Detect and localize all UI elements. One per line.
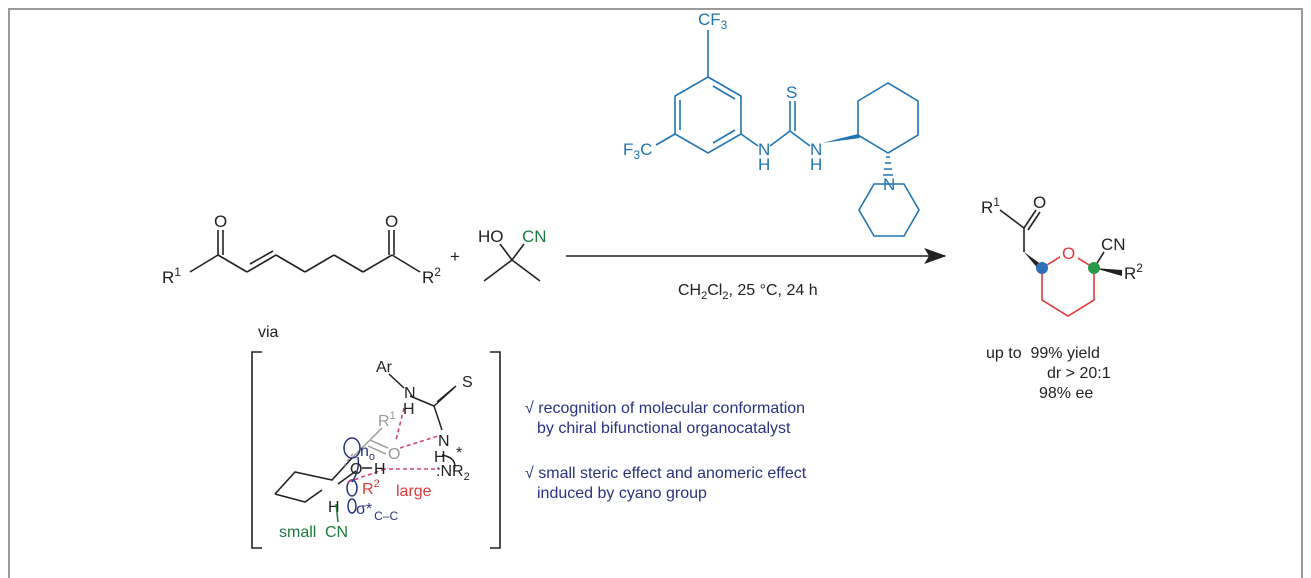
ts-sigma: σ*C–C [356,501,398,523]
ts-n2: N [438,433,450,450]
check-mark: √ [525,400,534,417]
note-line: small steric effect and anomeric effect [538,465,807,482]
wedge-bond [822,134,860,143]
yield-prefix: up to [986,345,1022,362]
cyanohydrin-ho: HO [478,227,504,246]
stereocenter-green [1088,262,1100,274]
ts-nr2: :NR2 [436,463,470,483]
product-wedge-right [1094,268,1122,276]
note-anomeric: √ small steric effect and anomeric effec… [525,464,806,504]
note-line: recognition of molecular conformation [538,400,806,417]
ts-oh-h: H [374,461,386,478]
nh-left-h: H [758,155,770,174]
ts-hbonds [347,407,440,483]
hash-bond [883,156,893,176]
cyanohydrin-reagent [483,243,541,282]
thiourea-s-label: S [786,83,797,102]
ee-value: 98% ee [1039,385,1094,402]
product-cn: CN [1101,235,1126,254]
reaction-conditions: CH2Cl2, 25 °C, 24 h [678,282,818,302]
enone-substrate [189,230,421,273]
enone-r1: R1 [162,265,181,287]
nh-right-n: N [810,140,822,159]
ts-n-o: no [360,443,375,463]
ts-cn: CN [325,524,348,541]
figure-frame [8,8,1303,578]
ts-s: S [462,374,473,391]
ts-cn-bond [335,503,339,523]
cf3-top-label: CF3 [698,10,728,32]
cf3-left-label: F3C [623,140,652,162]
note-line: by chiral bifunctional organocatalyst [537,420,791,437]
enone-o-left: O [214,212,227,231]
ts-star: * [456,445,462,462]
ts-catalyst-fragment [388,373,457,471]
ts-carbonyl-fragment [343,427,389,467]
plus-sign: + [450,247,460,266]
stereocenter-blue [1036,262,1048,274]
note-line: induced by cyano group [537,485,707,502]
ts-oh-o: O [350,461,362,478]
ts-r2: R2 [362,478,380,498]
product-o-ring: O [1062,244,1075,263]
results-block: up to 99% yield dr > 20:1 98% ee [986,344,1111,404]
ts-r1: R1 [378,410,396,430]
ts-small-label: small [279,524,316,541]
cyanohydrin-cn: CN [522,227,547,246]
product-r2: R2 [1124,261,1143,283]
product-o-ketone: O [1033,193,1046,212]
via-label: via [258,324,279,341]
check-mark: √ [525,465,534,482]
ts-n1: N [404,385,416,402]
nh-left-n: N [758,140,770,159]
ts-ar: Ar [376,359,393,376]
ts-large-label: large [396,483,432,500]
ts-chair-ring [274,457,357,503]
reaction-scheme: CF3 F3C S N H N H N O O R1 R2 + HO [162,10,1143,549]
thiourea-catalyst [655,30,920,237]
nh-right-h: H [810,155,822,174]
enone-o-right: O [385,212,398,231]
ts-o-carbonyl: O [388,446,400,463]
enone-r2: R2 [422,265,441,287]
piperidine-n-label: N [883,175,895,194]
ts-h-axial: H [328,499,340,516]
tetrahydropyran-product [999,209,1105,317]
yield-value: 99% yield [1030,345,1100,362]
product-r1: R1 [981,195,1000,217]
ts-orbitals [343,437,361,514]
note-conformation: √ recognition of molecular conformation … [525,399,805,439]
dr-value: dr > 20:1 [1047,365,1111,382]
ts-h1: H [403,401,415,418]
ts-h2: H [434,449,446,466]
ts-brackets [251,351,501,549]
